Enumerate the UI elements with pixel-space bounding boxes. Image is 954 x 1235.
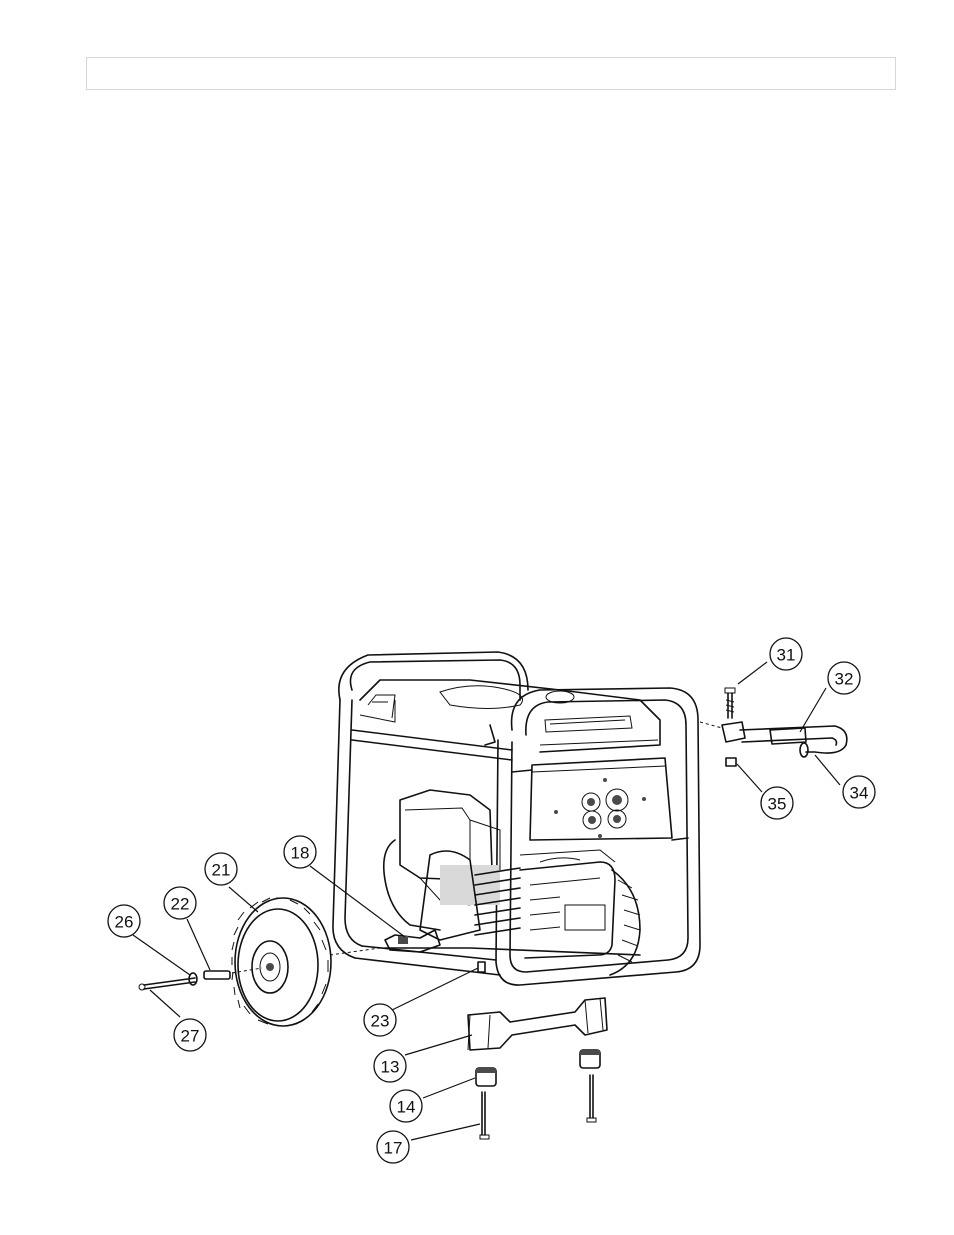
callout-23: 23 (364, 1004, 396, 1036)
callout-18: 18 (284, 836, 316, 868)
callout-label: 21 (212, 861, 231, 880)
axle-bolt (139, 978, 195, 990)
callout-27: 27 (174, 1019, 206, 1051)
rubber-feet (476, 1050, 600, 1086)
handle-bracket (722, 722, 745, 742)
callout-21: 21 (205, 853, 237, 885)
callout-31: 31 (770, 638, 802, 670)
callout-22: 22 (164, 887, 196, 919)
callout-label: 14 (397, 1098, 416, 1117)
fuel-tank (360, 680, 660, 752)
callout-35: 35 (761, 787, 793, 819)
callout-34: 34 (843, 776, 875, 808)
callout-17: 17 (377, 1131, 409, 1163)
callout-32: 32 (828, 662, 860, 694)
support-leg-bar (468, 998, 607, 1050)
callout-label: 18 (291, 844, 310, 863)
engine (384, 790, 615, 958)
callout-label: 32 (835, 670, 854, 689)
callout-14: 14 (390, 1090, 422, 1122)
spacer (204, 971, 230, 979)
tire-tread (232, 898, 328, 1026)
control-panel (512, 758, 688, 840)
handle-tube (740, 726, 847, 757)
callout-label: 26 (115, 913, 134, 932)
callout-label: 23 (371, 1012, 390, 1031)
handle-nut (726, 758, 736, 766)
callout-label: 17 (384, 1139, 403, 1158)
nut (478, 962, 485, 972)
handle-bolt (725, 688, 735, 718)
generator-frame (333, 652, 700, 985)
callout-26: 26 (108, 905, 140, 937)
bolts (480, 1075, 596, 1139)
wheel (232, 898, 331, 1026)
callout-13: 13 (374, 1050, 406, 1082)
callout-label: 22 (171, 895, 190, 914)
callout-label: 35 (768, 795, 787, 814)
callout-label: 34 (850, 784, 869, 803)
callout-label: 27 (181, 1027, 200, 1046)
callout-label: 31 (777, 646, 796, 665)
callout-label: 13 (381, 1058, 400, 1077)
